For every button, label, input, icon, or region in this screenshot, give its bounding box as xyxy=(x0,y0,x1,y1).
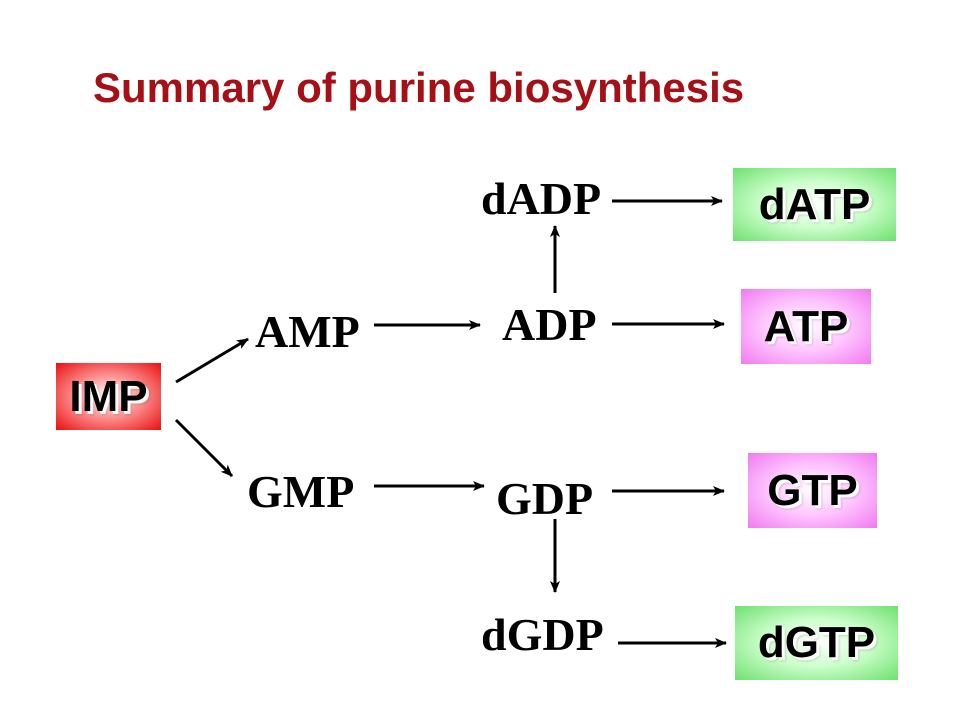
diagram-title: Summary of purine biosynthesis xyxy=(93,64,745,111)
node-imp: IMP xyxy=(56,363,161,430)
node-adp: ADP xyxy=(502,299,597,350)
node-gmp: GMP xyxy=(247,466,355,517)
node-dadp: dADP xyxy=(481,173,602,224)
arrow-imp-to-amp xyxy=(175,337,249,384)
node-gdp: GDP xyxy=(496,473,594,524)
arrow-imp-to-gmp xyxy=(174,418,234,478)
node-dgdp: dGDP xyxy=(481,609,604,660)
node-atp: ATP xyxy=(741,289,871,364)
node-gtp: GTP xyxy=(748,453,877,528)
node-datp: dATP xyxy=(733,168,896,241)
node-amp: AMP xyxy=(255,306,360,357)
node-dgtp: dGTP xyxy=(735,606,898,680)
